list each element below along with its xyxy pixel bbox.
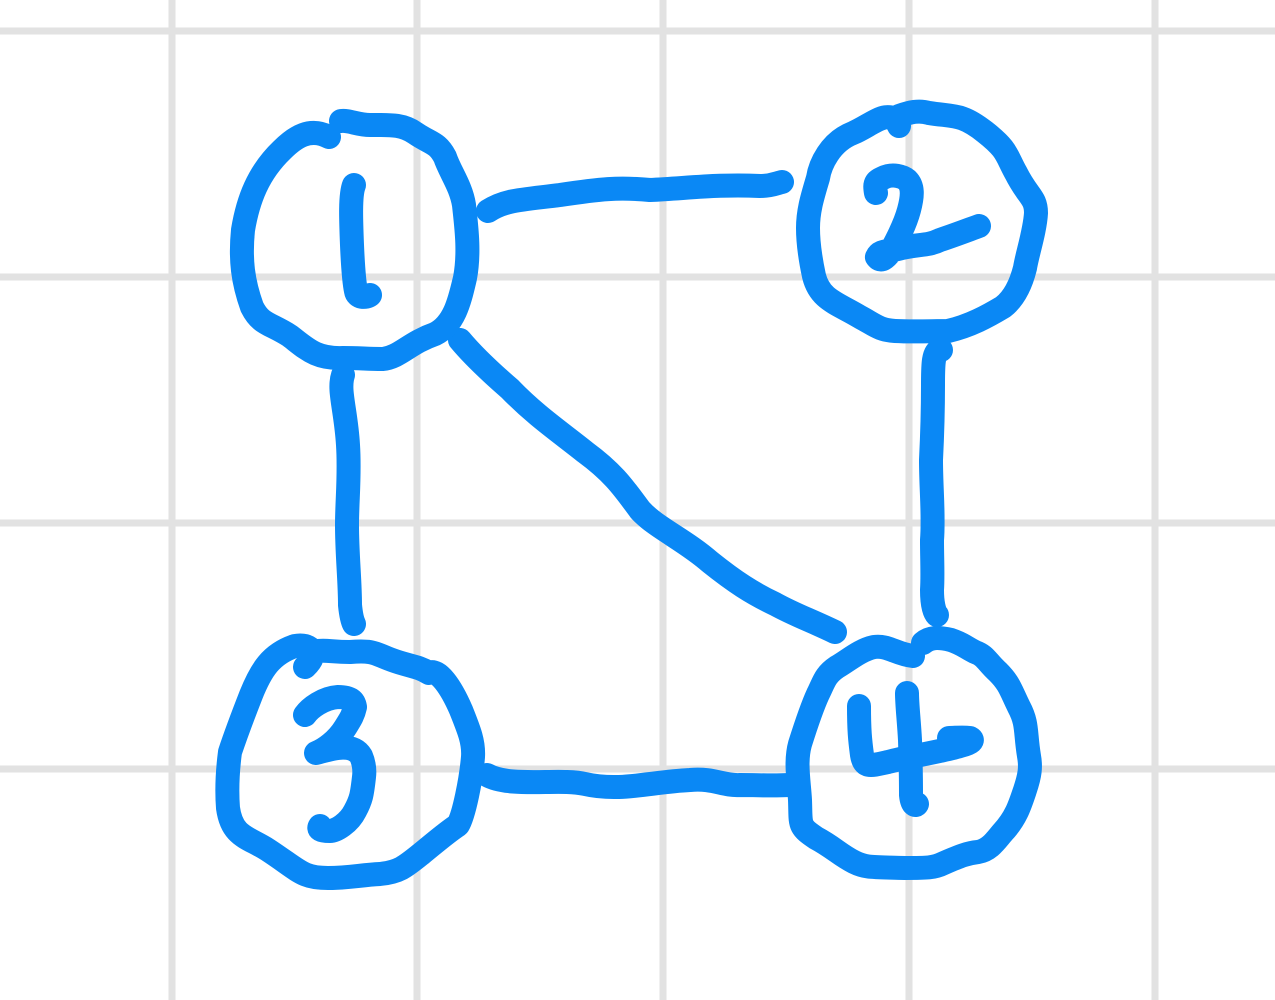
node-2-label-glyph [863,163,991,272]
edge-1-2 [476,170,794,223]
edge-1-3 [329,363,366,636]
node-3-circle [215,633,486,890]
edge-3-4 [475,763,802,800]
node-4-circle [785,626,1042,880]
edge-1-4 [448,328,847,644]
edge-2-4 [919,338,953,627]
node-4-label-glyph [847,694,984,777]
node-1-circle [229,108,480,371]
node-3-label-glyph [293,685,377,843]
node-1-label-glyph [339,173,382,309]
node-4-label-glyph-stem [895,681,929,817]
node-2-circle [796,99,1048,344]
